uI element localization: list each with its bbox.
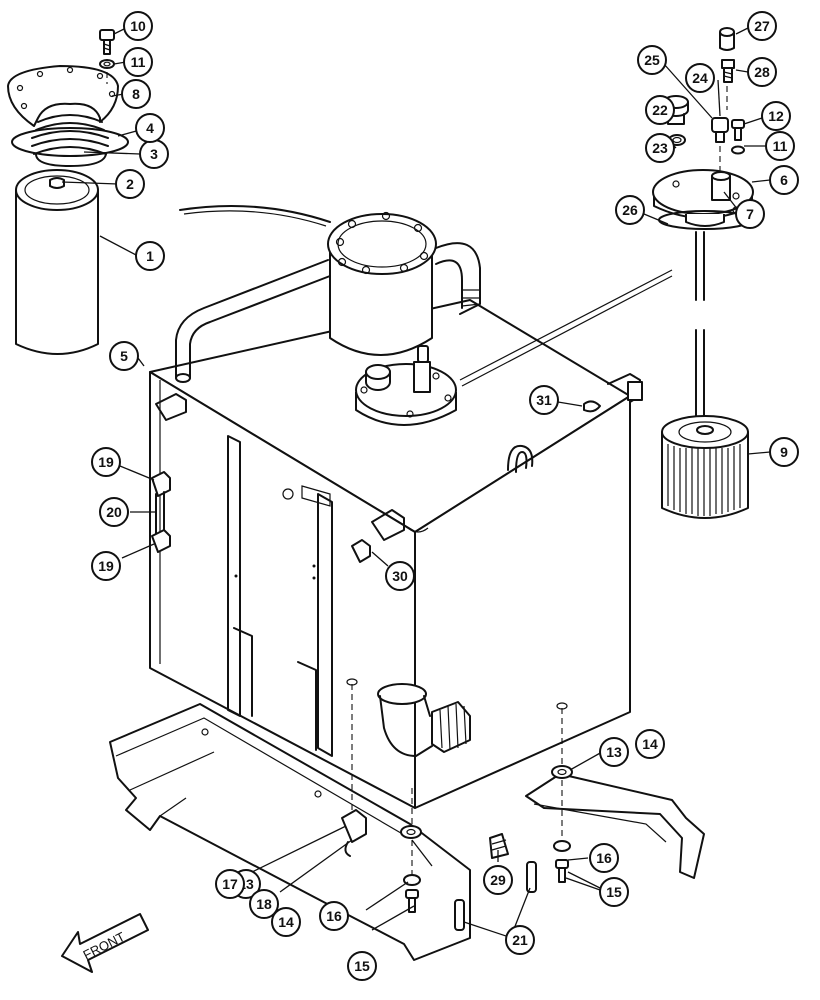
- callout-4: 4: [135, 113, 165, 143]
- fitting-28: [721, 59, 735, 83]
- svg-text:16: 16: [326, 908, 342, 924]
- svg-text:29: 29: [490, 872, 506, 888]
- svg-text:21: 21: [512, 932, 528, 948]
- callout-12: 12: [761, 101, 791, 131]
- svg-text:4: 4: [146, 120, 154, 136]
- callout-8: 8: [121, 79, 151, 109]
- suction-elbow: [377, 683, 471, 757]
- callout-1: 1: [135, 241, 165, 271]
- svg-text:26: 26: [622, 202, 638, 218]
- callout-15-right: 15: [599, 877, 629, 907]
- callout-16-right: 16: [589, 843, 619, 873]
- callout-11-left: 11: [123, 47, 153, 77]
- callout-24: 24: [685, 63, 715, 93]
- callout-30: 30: [385, 561, 415, 591]
- plug-24-25: [711, 117, 729, 172]
- filter-element-1: [15, 169, 99, 355]
- svg-text:18: 18: [256, 896, 272, 912]
- svg-text:6: 6: [780, 172, 788, 188]
- callout-16-left: 16: [319, 901, 349, 931]
- callout-18: 18: [249, 889, 279, 919]
- cap-27: [719, 27, 735, 51]
- callout-11-right: 11: [765, 131, 795, 161]
- svg-text:17: 17: [222, 876, 238, 892]
- damper-29: [489, 833, 509, 859]
- svg-text:19: 19: [98, 454, 114, 470]
- callout-29: 29: [483, 865, 513, 895]
- mounting-frame: [109, 703, 705, 961]
- callout-3: 3: [139, 139, 169, 169]
- mount-hardware-right: [551, 702, 573, 883]
- callout-5: 5: [109, 341, 139, 371]
- callout-23: 23: [645, 133, 675, 163]
- callout-7: 7: [735, 199, 765, 229]
- callout-13-right: 13: [599, 737, 629, 767]
- svg-text:14: 14: [642, 736, 658, 752]
- svg-text:30: 30: [392, 568, 408, 584]
- filler-cap-assembly: [355, 345, 457, 426]
- callout-27: 27: [747, 11, 777, 41]
- callout-19-bottom: 19: [91, 551, 121, 581]
- svg-text:19: 19: [98, 558, 114, 574]
- svg-text:31: 31: [536, 392, 552, 408]
- mount-hardware-left: [346, 678, 422, 913]
- callout-19-top: 19: [91, 447, 121, 477]
- hydraulic-tank: [149, 299, 643, 809]
- callout-14-right: 14: [635, 729, 665, 759]
- svg-text:7: 7: [746, 206, 754, 222]
- svg-text:8: 8: [132, 86, 140, 102]
- svg-text:5: 5: [120, 348, 128, 364]
- cover-spring-assembly: [7, 65, 129, 167]
- svg-text:28: 28: [754, 64, 770, 80]
- svg-text:11: 11: [131, 54, 146, 70]
- callout-21: 21: [505, 925, 535, 955]
- callout-14-left: 14: [271, 907, 301, 937]
- svg-text:2: 2: [126, 176, 134, 192]
- svg-text:11: 11: [773, 138, 788, 154]
- svg-text:9: 9: [780, 444, 788, 460]
- svg-text:20: 20: [106, 504, 122, 520]
- svg-text:15: 15: [606, 884, 622, 900]
- bolt-10: [99, 29, 115, 84]
- callout-25: 25: [637, 45, 667, 75]
- callout-2: 2: [115, 169, 145, 199]
- callout-17-real: 17: [215, 869, 245, 899]
- svg-text:24: 24: [692, 70, 708, 86]
- callout-9: 9: [769, 437, 799, 467]
- return-filter-housing: [175, 205, 673, 387]
- bolt-12: [731, 119, 745, 155]
- svg-text:23: 23: [652, 140, 668, 156]
- callout-31: 31: [529, 385, 559, 415]
- svg-text:13: 13: [606, 744, 622, 760]
- callout-15-left: 15: [347, 951, 377, 981]
- svg-text:22: 22: [652, 102, 668, 118]
- callout-22: 22: [645, 95, 675, 125]
- svg-text:1: 1: [146, 248, 154, 264]
- svg-text:27: 27: [754, 18, 770, 34]
- svg-text:15: 15: [354, 958, 370, 974]
- svg-text:12: 12: [768, 108, 784, 124]
- callout-20: 20: [99, 497, 129, 527]
- front-direction-indicator: FRONT: [61, 913, 149, 973]
- callout-6: 6: [769, 165, 799, 195]
- svg-text:25: 25: [644, 52, 660, 68]
- svg-text:14: 14: [278, 914, 294, 930]
- svg-text:16: 16: [596, 850, 612, 866]
- svg-text:10: 10: [130, 18, 146, 34]
- callout-26: 26: [615, 195, 645, 225]
- callout-28: 28: [747, 57, 777, 87]
- sight-gauge: [151, 471, 171, 553]
- suction-strainer-9: [661, 415, 749, 519]
- callout-10: 10: [123, 11, 153, 41]
- svg-text:3: 3: [150, 146, 158, 162]
- fitting-30: [351, 539, 371, 563]
- pins-21: [454, 861, 537, 931]
